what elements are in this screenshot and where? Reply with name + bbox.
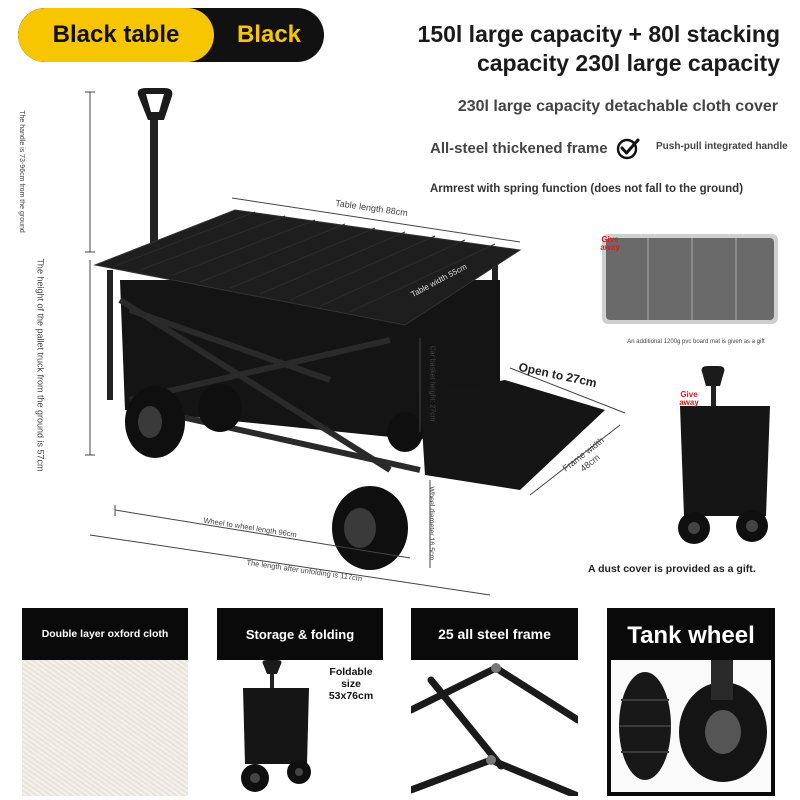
handle-height-label: The handle is 73-96cm from the ground [17, 110, 25, 233]
panel-title: Double layer oxford cloth [22, 608, 188, 660]
panel-title: 25 all steel frame [411, 608, 578, 660]
panel-steel-frame: 25 all steel frame [411, 608, 578, 796]
badge-option-black-table: Black table [18, 8, 214, 62]
feature-cloth-cover: 230l large capacity detachable cloth cov… [457, 98, 778, 115]
basket-height-label: Car basket height: 27cm [428, 345, 436, 422]
dust-cover-caption: A dust cover is provided as a gift. [588, 563, 756, 575]
feature-armrest: Armrest with spring function (does not f… [430, 183, 744, 195]
panel-oxford-cloth: Double layer oxford cloth [22, 608, 188, 796]
color-badge: Black table Black [18, 8, 324, 62]
steel-frame-image [411, 660, 578, 796]
pvc-mat-image [602, 234, 778, 324]
checkmark-icon [616, 138, 640, 160]
pallet-height-label: The height of the pallet truck from the … [35, 258, 46, 472]
fabric-image [22, 660, 188, 796]
tank-wheel-image [611, 660, 771, 792]
panel-title: Tank wheel [611, 612, 771, 660]
dust-giveaway-label: Give away [679, 390, 699, 407]
folded-cart-image: Foldable size 53x76cm [217, 660, 383, 796]
dust-cover-image [678, 366, 770, 544]
mat-giveaway-label: Give away [600, 235, 620, 252]
foldable-size-label: Foldable size 53x76cm [328, 666, 374, 702]
badge-option-black: Black [236, 21, 302, 48]
panel-tank-wheel: Tank wheel [607, 608, 775, 796]
wheel-diameter-label: Wheel diameter 16.5cm [427, 486, 435, 561]
panel-storage-folding: Storage & folding Foldable size 53x76cm [217, 608, 383, 796]
wagon-table-illustration [85, 88, 626, 596]
mat-caption: An additional 1200g pvc board mat is giv… [627, 339, 765, 345]
capacity-headline: 150l large capacity + 80l stacking capac… [417, 21, 780, 76]
feature-handle: Push-pull integrated handle [656, 141, 788, 152]
feature-steel-frame: All-steel thickened frame [430, 140, 608, 157]
panel-title: Storage & folding [217, 608, 383, 660]
